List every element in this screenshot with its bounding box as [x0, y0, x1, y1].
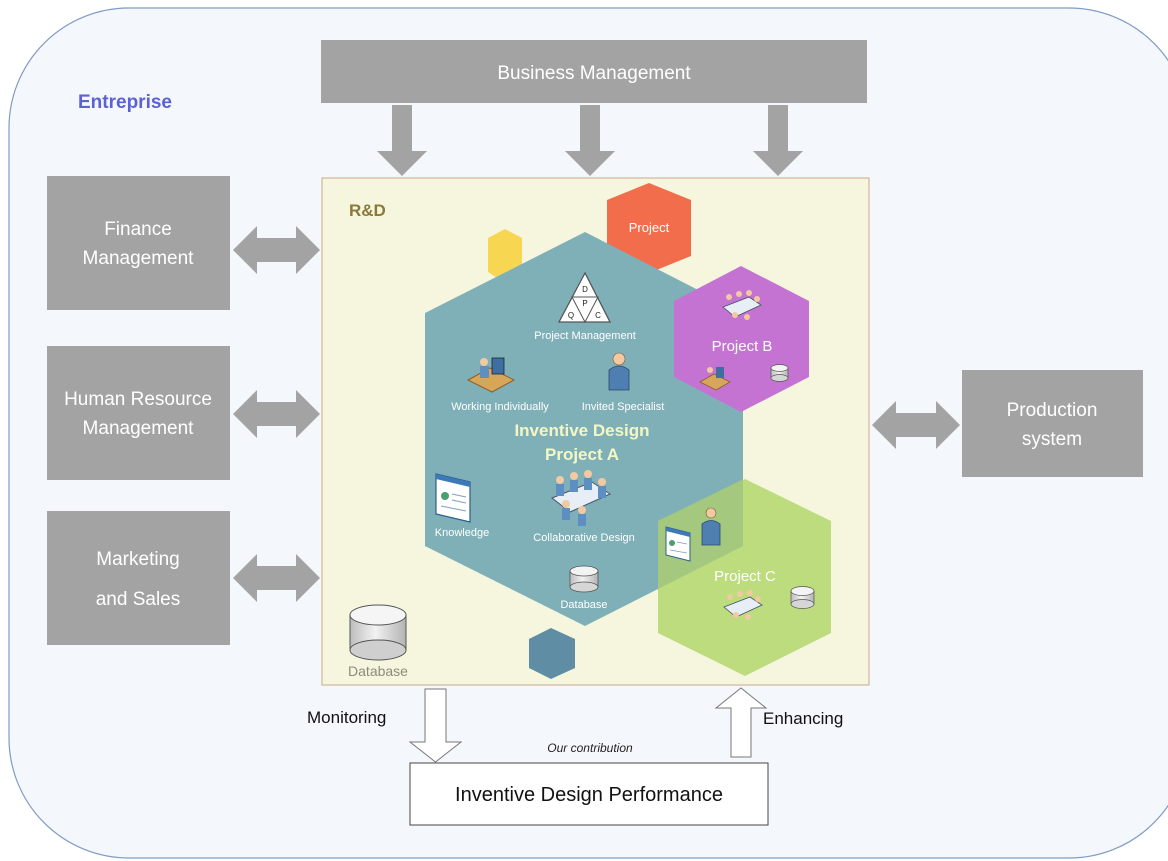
project-b-label: Project B — [712, 338, 773, 355]
production-double-arrow — [872, 401, 960, 449]
dpqc-letter-c: C — [595, 311, 601, 320]
hr-label-line1: Human Resource — [64, 389, 212, 410]
finance-double-arrow — [233, 226, 320, 274]
marketing-sales-box — [47, 511, 230, 645]
enhancing-arrow — [714, 687, 768, 758]
collaborative-design-label: Collaborative Design — [533, 532, 635, 544]
project-orange-hexagon — [607, 183, 691, 273]
dpqc-letter-q: Q — [568, 311, 574, 320]
project-c-meeting-icon — [723, 590, 763, 620]
business-arrow-1 — [377, 105, 427, 176]
rnd-database-label: Database — [348, 663, 408, 679]
project-a-database-icon — [569, 565, 599, 593]
marketing-label-line2: and Sales — [96, 589, 181, 610]
project-c-specialist-icon — [701, 507, 721, 546]
production-label-line1: Production — [1007, 400, 1098, 421]
dpqc-triangle-icon: D P Q C — [557, 271, 612, 324]
dpqc-letter-d: D — [582, 285, 588, 294]
monitoring-label: Monitoring — [307, 708, 386, 727]
business-management-label: Business Management — [497, 63, 691, 84]
business-arrow-2 — [565, 105, 615, 176]
project-b-database-icon — [770, 364, 789, 382]
monitoring-arrow — [408, 688, 463, 763]
hr-double-arrow — [233, 390, 320, 438]
business-arrow-3 — [753, 105, 803, 176]
dpqc-letter-p: P — [582, 299, 587, 308]
invited-specialist-label: Invited Specialist — [582, 401, 665, 413]
production-system-box — [962, 370, 1143, 477]
finance-label-line2: Management — [83, 248, 195, 269]
project-a-c-overlap — [658, 479, 743, 589]
project-b-working-icon — [699, 367, 731, 391]
project-a-database-label: Database — [560, 599, 607, 611]
marketing-label-line1: Marketing — [96, 549, 179, 570]
enhancing-label: Enhancing — [763, 709, 843, 728]
knowledge-label: Knowledge — [435, 527, 489, 539]
knowledge-icon — [435, 473, 471, 523]
project-c-knowledge-icon — [665, 526, 691, 562]
finance-label-line1: Finance — [104, 219, 172, 240]
business-management-box — [321, 40, 867, 103]
hr-management-box — [47, 346, 230, 480]
slate-hexagon — [529, 628, 575, 679]
production-label-line2: system — [1022, 429, 1082, 450]
our-contribution-label: Our contribution — [547, 741, 633, 755]
invited-specialist-icon — [608, 352, 630, 391]
performance-label: Inventive Design Performance — [455, 784, 723, 806]
working-individually-icon — [466, 357, 516, 393]
marketing-double-arrow — [233, 554, 320, 602]
collaborative-design-icon — [551, 470, 612, 526]
rnd-label: R&D — [349, 201, 386, 220]
rnd-database-icon — [349, 604, 407, 661]
project-management-label: Project Management — [534, 330, 636, 342]
project-a-title-line1: Inventive Design — [514, 421, 649, 440]
project-b-meeting-icon — [722, 290, 762, 320]
project-label: Project — [629, 220, 670, 235]
performance-box — [409, 762, 769, 826]
project-c-label: Project C — [714, 568, 776, 585]
finance-management-box — [47, 176, 230, 310]
hr-label-line2: Management — [83, 418, 195, 439]
project-a-title-line2: Project A — [545, 445, 619, 464]
project-c-database-icon — [790, 586, 815, 609]
enterprise-label: Entreprise — [78, 92, 172, 113]
working-individually-label: Working Individually — [451, 401, 549, 413]
